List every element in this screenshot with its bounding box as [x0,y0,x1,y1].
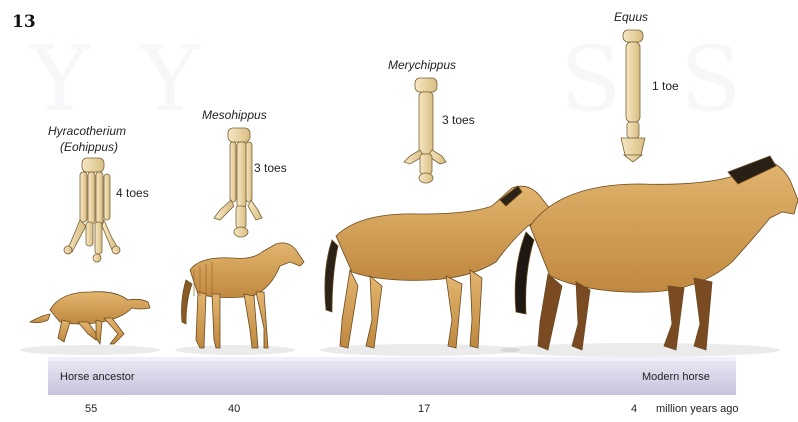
species-altname-eohippus: (Eohippus) [60,140,118,154]
timeline-bar [48,357,736,395]
mesohippus-horse [182,243,305,348]
species-name-hyracotherium: Hyracotherium [48,124,126,138]
toe-count-mesohippus: 3 toes [254,161,287,175]
toe-count-equus: 1 toe [652,79,679,93]
svg-text:Y: Y [138,27,201,132]
species-name-mesohippus: Mesohippus [202,108,267,122]
species-name-merychippus: Merychippus [388,58,456,72]
hyracotherium-horse [30,292,150,344]
hyracotherium-foot-bones [64,158,120,262]
year-equus: 4 [631,403,637,415]
figure-number: 13 [12,12,36,32]
year-hyracotherium: 55 [85,403,97,415]
toe-count-hyracotherium: 4 toes [116,186,149,200]
timeline-start-label: Horse ancestor [60,371,135,383]
year-merychippus: 17 [418,403,430,415]
mesohippus-foot-bones [214,128,262,237]
svg-text:Y: Y [28,27,91,132]
year-mesohippus: 40 [228,403,240,415]
equus-foot-bones [621,30,645,162]
year-unit: million years ago [656,403,739,415]
svg-text:S: S [560,27,622,132]
equus-horse [515,156,798,350]
species-name-equus: Equus [614,10,648,24]
svg-text:S: S [680,27,742,132]
toe-count-merychippus: 3 toes [442,113,475,127]
merychippus-foot-bones [404,78,446,183]
timeline-end-label: Modern horse [642,371,710,383]
